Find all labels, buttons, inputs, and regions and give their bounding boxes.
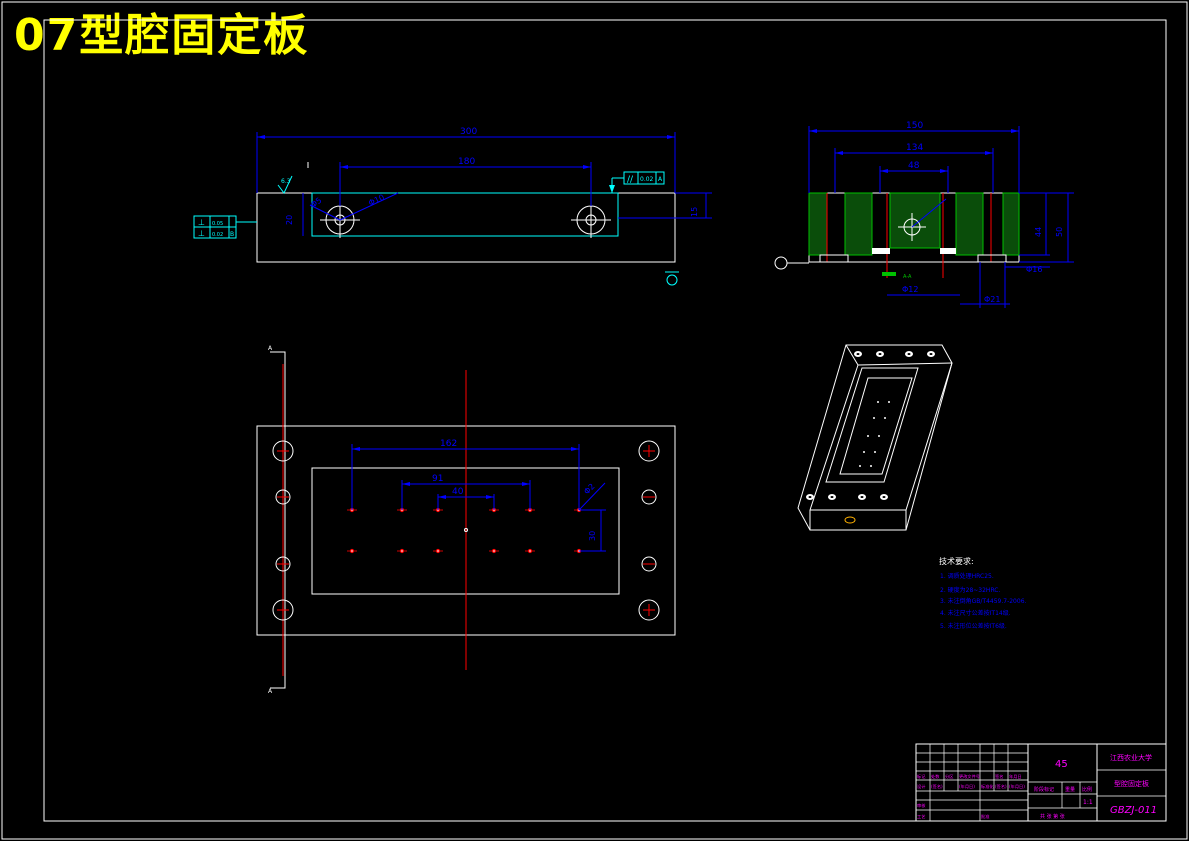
tech-item-4: 4. 未注尺寸公差按IT14级. <box>940 609 1011 617</box>
left-fcf-value-2: 0.02 <box>212 232 223 238</box>
front-dim-15: 15 <box>690 207 699 217</box>
side-dim-150: 150 <box>906 121 923 131</box>
side-dim-44: 44 <box>1034 227 1043 237</box>
tb-r2-3: 标准化 <box>981 783 994 790</box>
front-roughness: 6.3 <box>281 178 291 185</box>
tb-r1-3: 更改文件号 <box>959 773 980 780</box>
plan-view: A A <box>256 345 676 695</box>
front-dim-180: 180 <box>458 157 475 167</box>
plan-dim-162: 162 <box>440 439 457 449</box>
side-dim-48: 48 <box>908 161 920 171</box>
tb-drawing-no: GBZJ-011 <box>1110 805 1157 816</box>
left-fcf-datum: B <box>230 231 234 238</box>
tech-heading: 技术要求: <box>939 556 974 566</box>
front-datum-mark <box>666 274 678 286</box>
side-section-label: A-A <box>903 274 912 280</box>
tech-item-3: 3. 未注倒角GB/T4459.7-2006. <box>940 597 1027 605</box>
tb-r4-0: 工艺 <box>917 814 925 819</box>
front-cavity-line <box>311 192 619 237</box>
tb-r2-2: (年月日) <box>959 783 975 790</box>
tb-r2-4: (签名) <box>995 783 1007 790</box>
tb-weight-label: 重量 <box>1065 786 1075 793</box>
plan-dim-91: 91 <box>432 474 443 484</box>
left-fcf-symbol-2: ⊥ <box>198 229 205 238</box>
tb-r2-0: 设计 <box>917 783 925 790</box>
tb-part-name: 型腔固定板 <box>1114 779 1149 788</box>
left-fcf-value-1: 0.05 <box>212 221 223 227</box>
front-dim-20: 20 <box>285 215 294 225</box>
tb-r1-2: 分区 <box>945 773 953 780</box>
section-mark-top: A <box>268 345 273 352</box>
tb-r2-1: (签名) <box>931 783 943 790</box>
title-block: 45 江西农业大学 型腔固定板 GBZJ-011 阶段标记 重量 比例 1:1 … <box>915 743 1167 822</box>
tech-item-5: 5. 未注形位公差按IT6级. <box>940 622 1007 630</box>
front-dim-300: 300 <box>460 127 477 137</box>
drawing-title: 07型腔固定板 <box>14 10 310 61</box>
tb-r2-5: (年月日) <box>1009 783 1025 790</box>
tb-r1-5: 年月日 <box>1009 773 1022 780</box>
side-dim-dia16: Φ16 <box>1026 265 1042 274</box>
tb-r1-1: 处数 <box>931 773 940 780</box>
isometric-view <box>797 344 953 531</box>
tb-r1-4: 签名 <box>995 773 1003 780</box>
parallel-tol-value: 0.02 <box>640 176 654 183</box>
tech-requirements: 技术要求: 1. 调质处理HRC25. 2. 硬度为28~32HRC. 3. 未… <box>939 556 1027 630</box>
tech-item-2: 2. 硬度为28~32HRC. <box>940 586 1001 594</box>
tb-school: 江西农业大学 <box>1110 753 1152 762</box>
inner-frame <box>43 19 1167 822</box>
side-dim-134: 134 <box>906 143 923 153</box>
parallel-tol-datum: A <box>658 176 663 183</box>
tb-stage-label: 阶段标记 <box>1034 786 1054 793</box>
front-dim-dia10: Φ10 <box>367 193 386 208</box>
tb-scale: 1:1 <box>1083 799 1093 806</box>
tech-item-1: 1. 调质处理HRC25. <box>940 572 994 580</box>
plan-dim-40: 40 <box>452 487 464 497</box>
side-view: 150 134 48 50 44 Φ16 Φ12 Φ21 A-A <box>774 121 1074 308</box>
tb-material: 45 <box>1055 759 1068 770</box>
tb-sheet: 共 张 第 张 <box>1040 813 1065 820</box>
tb-r3-0: 审核 <box>917 802 926 809</box>
tb-r4-1: 批准 <box>981 813 989 820</box>
tb-r1-0: 标记 <box>917 773 926 780</box>
left-fcf-symbol-1: ⊥ <box>198 218 205 227</box>
side-dim-dia21: Φ21 <box>984 295 1000 304</box>
front-dim-dia5: Φ5 <box>309 196 323 210</box>
plan-dim-30: 30 <box>588 531 597 541</box>
side-datum-mark <box>774 256 788 270</box>
parallel-symbol: // <box>627 175 634 185</box>
section-mark-bottom: A <box>268 688 273 695</box>
front-view: 300 180 Φ5 Φ10 15 20 6.3 // 0.02 A <box>193 127 712 286</box>
tb-scale-label: 比例 <box>1082 786 1092 793</box>
side-dim-dia12: Φ12 <box>902 285 918 294</box>
side-dim-50: 50 <box>1055 227 1064 237</box>
